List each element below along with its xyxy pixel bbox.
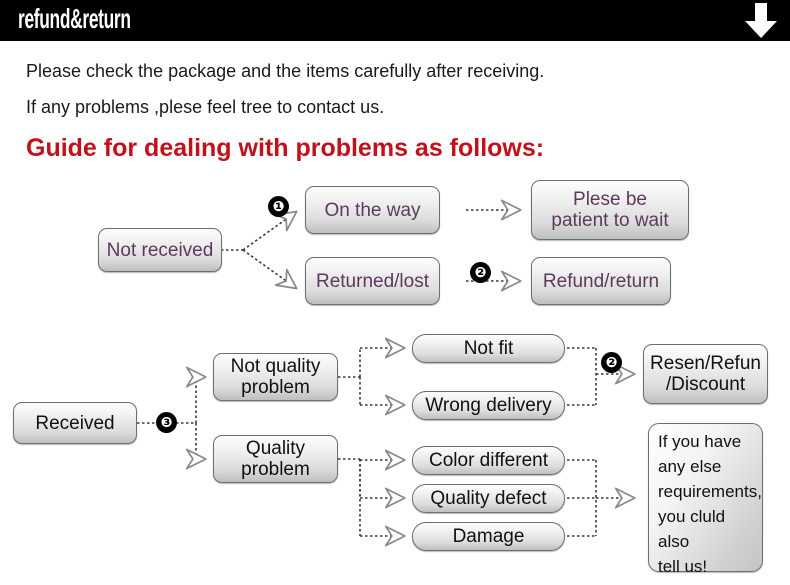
box-quality-problem-line1: Quality — [245, 438, 306, 459]
note-line-3: requirements, — [658, 482, 762, 501]
box-quality-problem[interactable]: Quality problem — [213, 435, 338, 483]
box-not-received[interactable]: Not received — [98, 228, 222, 272]
header-bar: refund&return — [0, 0, 790, 41]
box-not-quality-problem-line1: Not quality — [230, 356, 321, 377]
box-please-be-patient[interactable]: Plese be patient to wait — [531, 180, 689, 240]
down-arrow-icon — [745, 3, 777, 38]
intro-line-1: Please check the package and the items c… — [26, 61, 545, 81]
box-not-fit[interactable]: Not fit — [412, 334, 565, 363]
box-extra-requirements-note[interactable]: If you have any else requirements, you c… — [648, 423, 763, 576]
note-line-4: you cluld also — [658, 507, 726, 551]
badge-step-3: ❸ — [156, 412, 177, 433]
box-resend-refund-discount-line2: /Discount — [665, 374, 746, 395]
note-line-5: tell us! — [658, 557, 708, 576]
box-please-be-patient-line2: patient to wait — [551, 210, 669, 231]
box-resend-refund-discount-line1: Resen/Refun — [650, 353, 761, 374]
badge-step-2-bottom: ❷ — [601, 352, 622, 373]
badge-step-2-top: ❷ — [470, 262, 491, 283]
box-wrong-delivery[interactable]: Wrong delivery — [412, 391, 565, 420]
box-damage[interactable]: Damage — [412, 522, 565, 551]
intro-line-2: If any problems ,plese feel tree to cont… — [26, 97, 385, 117]
guide-title: Guide for dealing with problems as follo… — [26, 134, 545, 162]
note-line-1: If you have — [658, 432, 742, 451]
page-title: refund&return — [18, 3, 131, 34]
box-not-quality-problem[interactable]: Not quality problem — [213, 353, 338, 401]
box-resend-refund-discount[interactable]: Resen/Refun /Discount — [643, 344, 768, 404]
box-not-quality-problem-line2: problem — [241, 377, 310, 398]
box-quality-defect[interactable]: Quality defect — [412, 484, 565, 513]
badge-step-1: ❶ — [268, 196, 289, 217]
box-please-be-patient-line1: Plese be — [573, 189, 647, 210]
box-received[interactable]: Received — [13, 402, 137, 444]
box-refund-return[interactable]: Refund/return — [531, 257, 671, 305]
note-line-2: any else — [658, 457, 722, 476]
box-color-different[interactable]: Color different — [412, 446, 565, 475]
box-returned-lost[interactable]: Returned/lost — [305, 257, 440, 305]
box-quality-problem-line2: problem — [241, 459, 310, 480]
box-on-the-way[interactable]: On the way — [305, 186, 440, 234]
